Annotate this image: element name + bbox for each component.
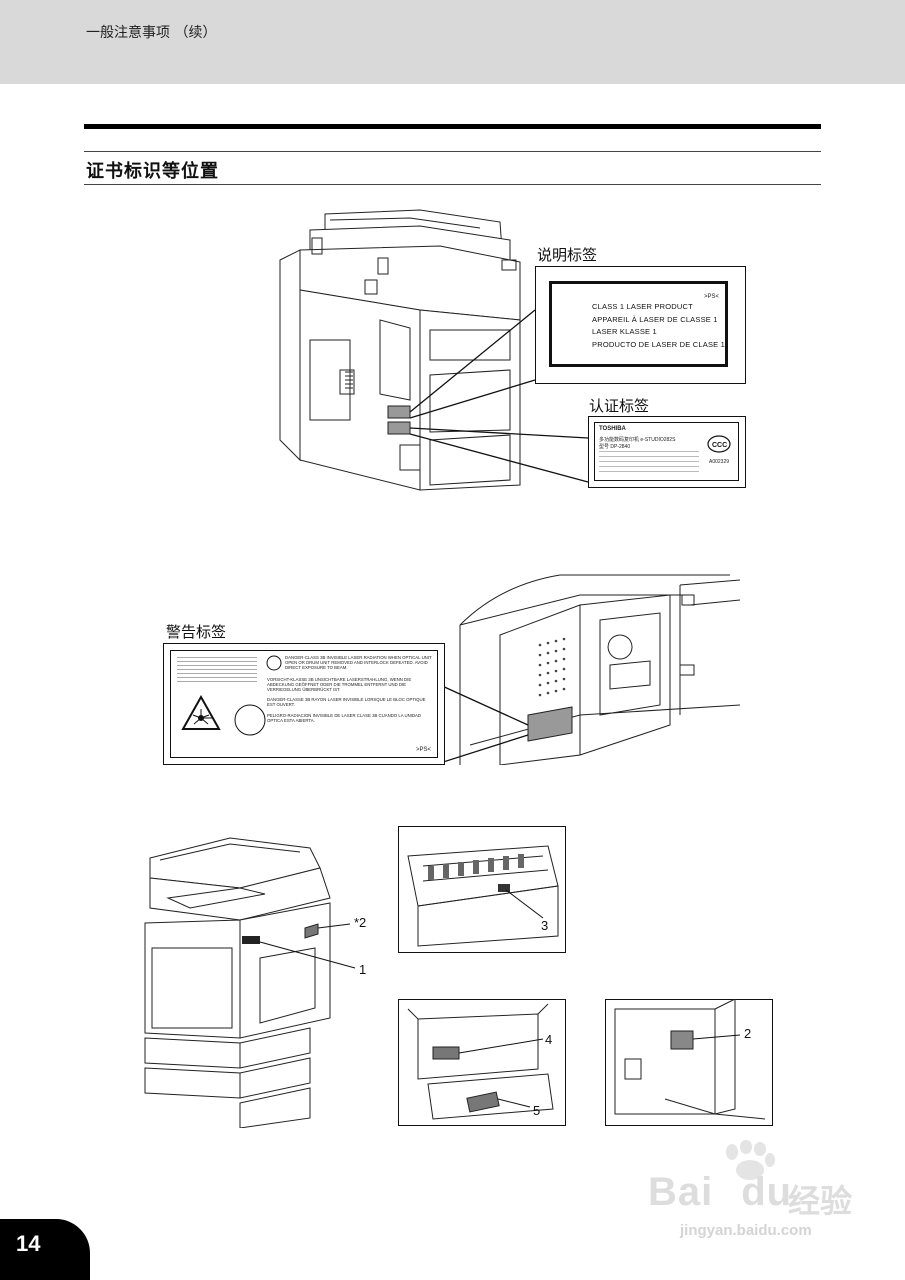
danger-en-text: DANGER-CLASS 3B INVISIBLE LASER RADIATIO… <box>285 655 432 670</box>
paw-logo-icon <box>726 1140 775 1180</box>
laser-warning-label: DANGER-CLASS 3B INVISIBLE LASER RADIATIO… <box>163 643 445 765</box>
section-title: 证书标识等位置 <box>86 161 219 182</box>
header-band: 一般注意事项 （续） <box>0 0 905 84</box>
explanation-label-title: 说明标签 <box>537 246 598 264</box>
laser-product-label: >PS< CLASS 1 LASER PRODUCT APPAREIL À LA… <box>535 266 746 384</box>
title-rule-bottom <box>84 184 821 185</box>
callout-star-2: *2 <box>354 915 367 930</box>
fuser-area-illustration <box>398 826 566 953</box>
drawer-area-illustration <box>398 999 566 1126</box>
laser-line-2: APPAREIL À LASER DE CLASSE 1 <box>592 315 718 324</box>
cert-code: A002329 <box>709 459 730 465</box>
blank-circle-mark <box>266 655 282 671</box>
section-rule <box>84 124 821 129</box>
copier-rear-illustration <box>279 209 589 491</box>
side-panel-illustration <box>605 999 773 1126</box>
laser-line-3: LASER KLASSE 1 <box>592 327 657 336</box>
certification-label-title: 认证标签 <box>589 397 650 415</box>
warning-label-title: 警告标签 <box>166 623 227 641</box>
copier-front-open-illustration <box>440 574 740 765</box>
vorsicht-text: VORSICHT-KLASSE 3B UNSICHTBARE LASERSTRA… <box>267 677 412 692</box>
callout-2: 2 <box>744 1026 752 1041</box>
laser-label-code: >PS< <box>704 294 720 300</box>
laser-line-1: CLASS 1 LASER PRODUCT <box>592 302 693 311</box>
laser-label-frame: CLASS 1 LASER PRODUCT APPAREIL À LASER D… <box>549 281 728 367</box>
watermark-url: jingyan.baidu.com <box>680 1222 812 1239</box>
certification-label: TOSHIBA 多功能数码复印机 e-STUDIO282S 型号 DP-2840… <box>588 416 746 488</box>
page-number-tab: 14 <box>0 1219 90 1280</box>
cert-model: 型号 DP-2840 <box>599 444 631 450</box>
callout-1: 1 <box>359 962 367 977</box>
running-head: 一般注意事项 （续） <box>86 25 217 41</box>
cert-fine-print <box>599 451 699 475</box>
ccc-mark-icon: CCC <box>707 435 731 453</box>
laser-hazard-icon <box>181 695 221 730</box>
title-rule-top <box>84 151 821 152</box>
callout-5: 5 <box>533 1103 541 1118</box>
japanese-warning-text <box>177 657 257 683</box>
cert-label-frame: TOSHIBA 多功能数码复印机 e-STUDIO282S 型号 DP-2840… <box>594 422 739 481</box>
laser-line-4: PRODUCTO DE LASER DE CLASE 1 <box>592 340 725 349</box>
copier-front-overview <box>144 837 356 1128</box>
cert-brand: TOSHIBA <box>599 426 626 432</box>
blank-circle-mark-large <box>234 704 266 736</box>
danger-fr-text: DANGER-CLASSE 3B RAYON LASER INVISIBLE L… <box>267 697 426 707</box>
peligro-text: PELIGRO-RADIACION INVISIBLE DE LASER CLA… <box>267 713 422 723</box>
cert-product: 多功能数码复印机 e-STUDIO282S <box>599 437 676 443</box>
callout-3: 3 <box>541 918 549 933</box>
watermark-cn: 经验 <box>788 1182 853 1220</box>
warning-label-frame: DANGER-CLASS 3B INVISIBLE LASER RADIATIO… <box>170 650 438 758</box>
svg-text:CCC: CCC <box>712 442 727 449</box>
callout-4: 4 <box>545 1032 553 1047</box>
page-number: 14 <box>16 1231 41 1256</box>
warning-label-code: >PS< <box>416 747 432 753</box>
